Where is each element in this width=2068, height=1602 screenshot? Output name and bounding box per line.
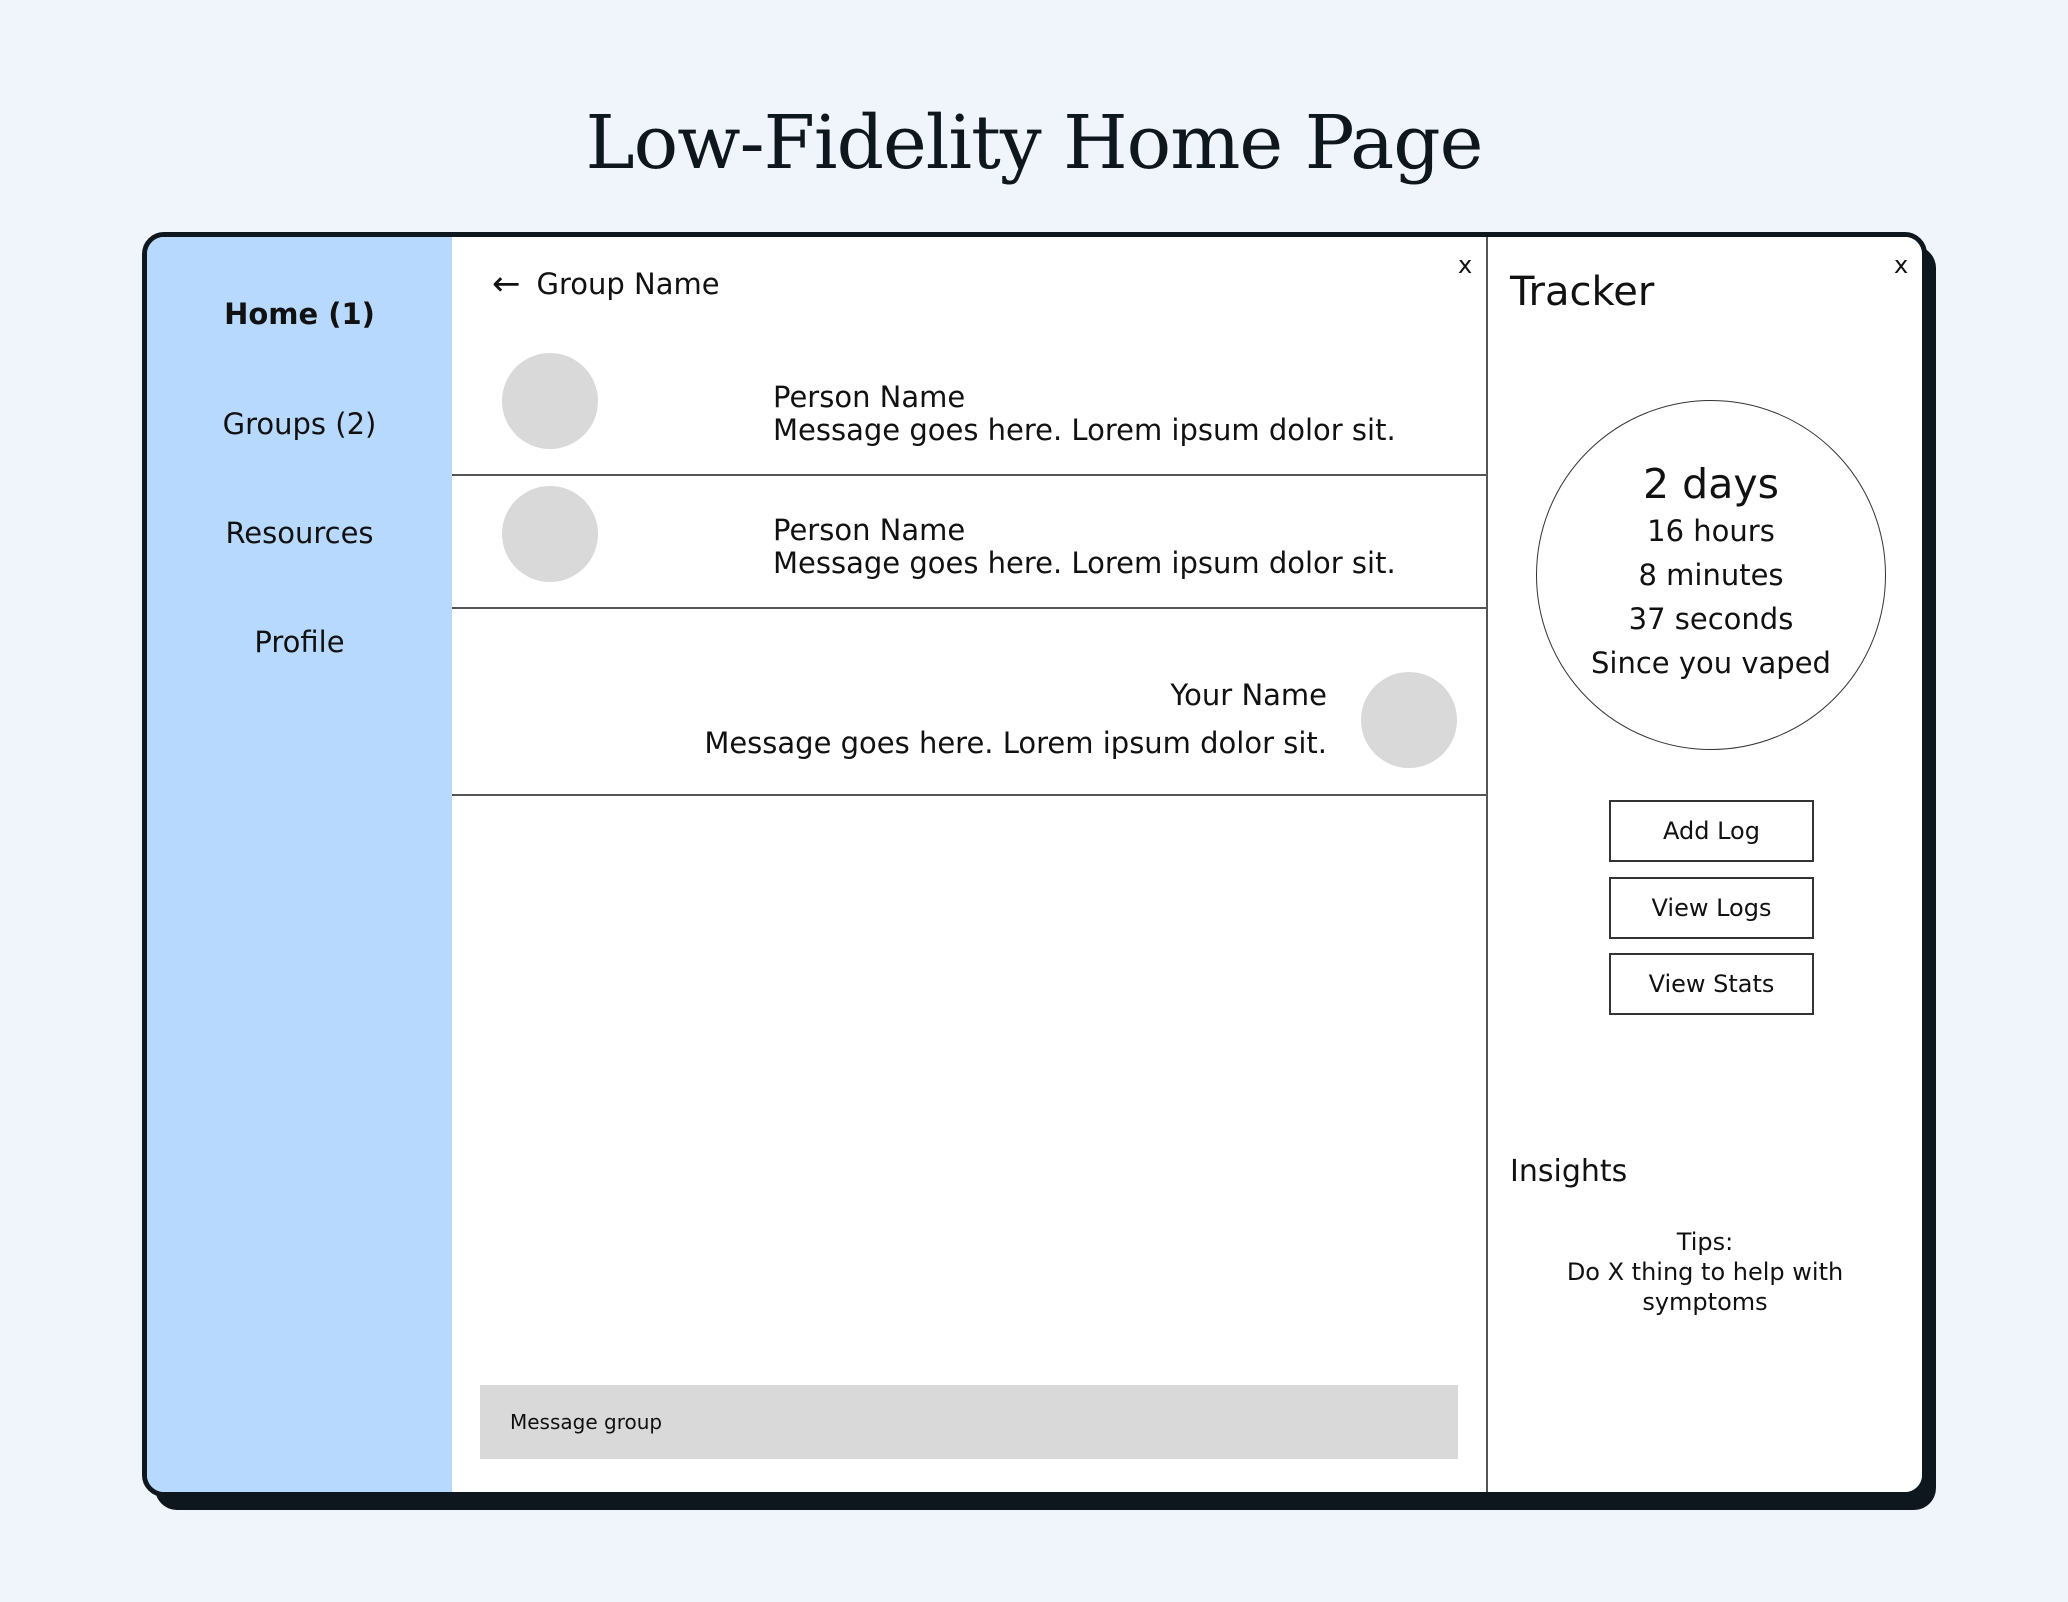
message-divider xyxy=(452,237,1486,476)
sidebar-item-home[interactable]: Home (1) xyxy=(224,297,375,331)
timer-hours: 16 hours xyxy=(1647,514,1775,548)
chat-header: ← Group Name xyxy=(492,267,720,301)
timer-minutes: 8 minutes xyxy=(1638,558,1784,592)
message-text: Message goes here. Lorem ipsum dolor sit… xyxy=(704,726,1327,760)
sidebar-item-profile[interactable]: Profile xyxy=(254,625,345,659)
close-chat-icon[interactable]: x xyxy=(1458,251,1473,279)
message-sender: Person Name xyxy=(773,513,966,547)
app-window: Home (1) Groups (2) Resources Profile ← … xyxy=(142,232,1927,1497)
tip-text: Do X thing to help with symptoms xyxy=(1566,1258,1844,1316)
timer-caption: Since you vaped xyxy=(1591,646,1831,680)
tips-label: Tips: xyxy=(1676,1228,1734,1256)
insights-heading: Insights xyxy=(1510,1154,1628,1189)
message-item-own: Your Name Message goes here. Lorem ipsum… xyxy=(452,609,1486,796)
sidebar-item-resources[interactable]: Resources xyxy=(225,516,374,550)
message-sender: Your Name xyxy=(1170,678,1327,712)
message-text: Message goes here. Lorem ipsum dolor sit… xyxy=(773,546,1396,580)
input-placeholder: Message group xyxy=(510,1410,663,1434)
timer-circle: 2 days 16 hours 8 minutes 37 seconds Sin… xyxy=(1536,400,1886,750)
timer-seconds: 37 seconds xyxy=(1628,602,1794,636)
sidebar: Home (1) Groups (2) Resources Profile xyxy=(147,237,452,1492)
avatar xyxy=(1361,672,1457,768)
tips-block: Tips: Do X thing to help with symptoms xyxy=(1488,1227,1922,1317)
back-arrow-icon[interactable]: ← xyxy=(492,264,521,304)
group-name: Group Name xyxy=(536,267,720,301)
tracker-title: Tracker xyxy=(1510,269,1655,315)
page-title: Low-Fidelity Home Page xyxy=(585,100,1484,186)
message-sender: Person Name xyxy=(773,380,966,414)
tracker-panel: x Tracker 2 days 16 hours 8 minutes 37 s… xyxy=(1488,237,1922,1492)
timer-days: 2 days xyxy=(1643,460,1779,508)
close-tracker-icon[interactable]: x xyxy=(1894,251,1909,279)
message-item: Person Name Message goes here. Lorem ips… xyxy=(452,476,1486,609)
view-stats-button[interactable]: View Stats xyxy=(1609,953,1814,1015)
add-log-button[interactable]: Add Log xyxy=(1609,800,1814,862)
view-logs-button[interactable]: View Logs xyxy=(1609,877,1814,939)
message-text: Message goes here. Lorem ipsum dolor sit… xyxy=(773,413,1396,447)
avatar xyxy=(502,353,598,449)
message-item: Person Name Message goes here. Lorem ips… xyxy=(452,237,1486,478)
group-chat-panel: ← Group Name x Person Name Message goes … xyxy=(452,237,1488,1492)
message-group-input[interactable]: Message group xyxy=(480,1385,1458,1459)
avatar xyxy=(502,486,598,582)
sidebar-item-groups[interactable]: Groups (2) xyxy=(222,407,377,441)
